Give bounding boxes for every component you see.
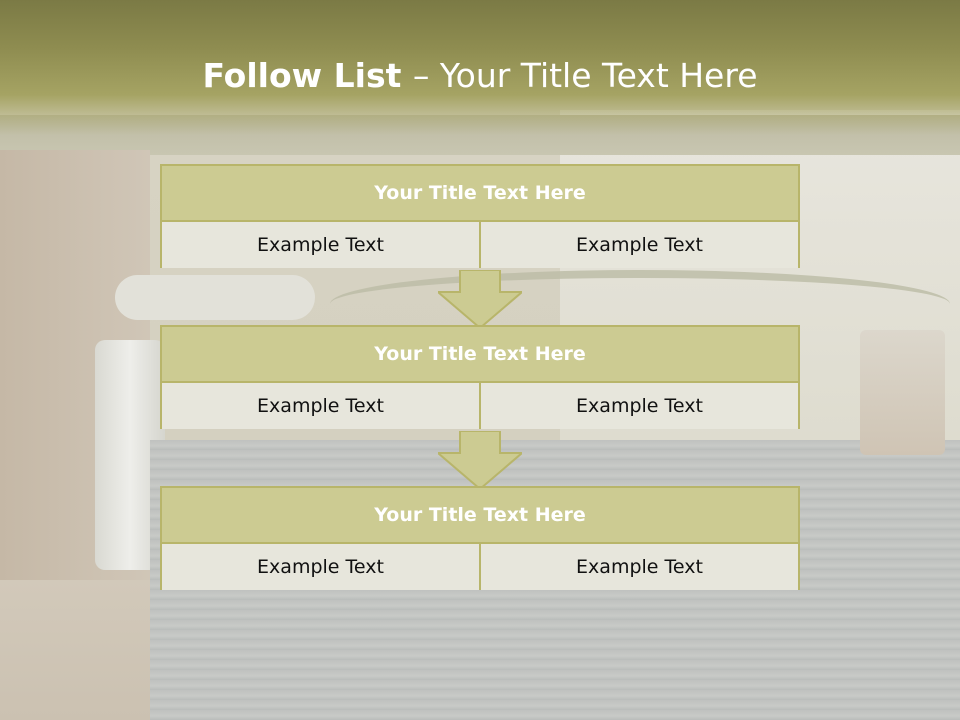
block-title[interactable]: Your Title Text Here <box>162 327 798 383</box>
block-cell-left[interactable]: Example Text <box>162 544 479 590</box>
arrow-down-icon <box>438 270 522 328</box>
block-row: Example Text Example Text <box>162 383 798 429</box>
title-band <box>0 0 960 135</box>
title-bold: Follow List <box>202 56 413 95</box>
block-cell-left[interactable]: Example Text <box>162 222 479 268</box>
pillar-cap <box>115 275 315 320</box>
block-row: Example Text Example Text <box>162 222 798 268</box>
block-cell-right[interactable]: Example Text <box>479 544 798 590</box>
block-cell-right[interactable]: Example Text <box>479 383 798 429</box>
block-title[interactable]: Your Title Text Here <box>162 488 798 544</box>
arrow-down-icon <box>438 431 522 489</box>
far-pier <box>860 330 945 455</box>
list-block-1: Your Title Text Here Example Text Exampl… <box>160 164 800 268</box>
block-row: Example Text Example Text <box>162 544 798 590</box>
list-block-2: Your Title Text Here Example Text Exampl… <box>160 325 800 429</box>
block-cell-left[interactable]: Example Text <box>162 383 479 429</box>
bridge-arch <box>330 270 950 338</box>
block-title[interactable]: Your Title Text Here <box>162 166 798 222</box>
title-rest: – Your Title Text Here <box>412 56 758 95</box>
list-block-3: Your Title Text Here Example Text Exampl… <box>160 486 800 590</box>
block-cell-right[interactable]: Example Text <box>479 222 798 268</box>
slide-title: Follow List – Your Title Text Here <box>0 56 960 96</box>
